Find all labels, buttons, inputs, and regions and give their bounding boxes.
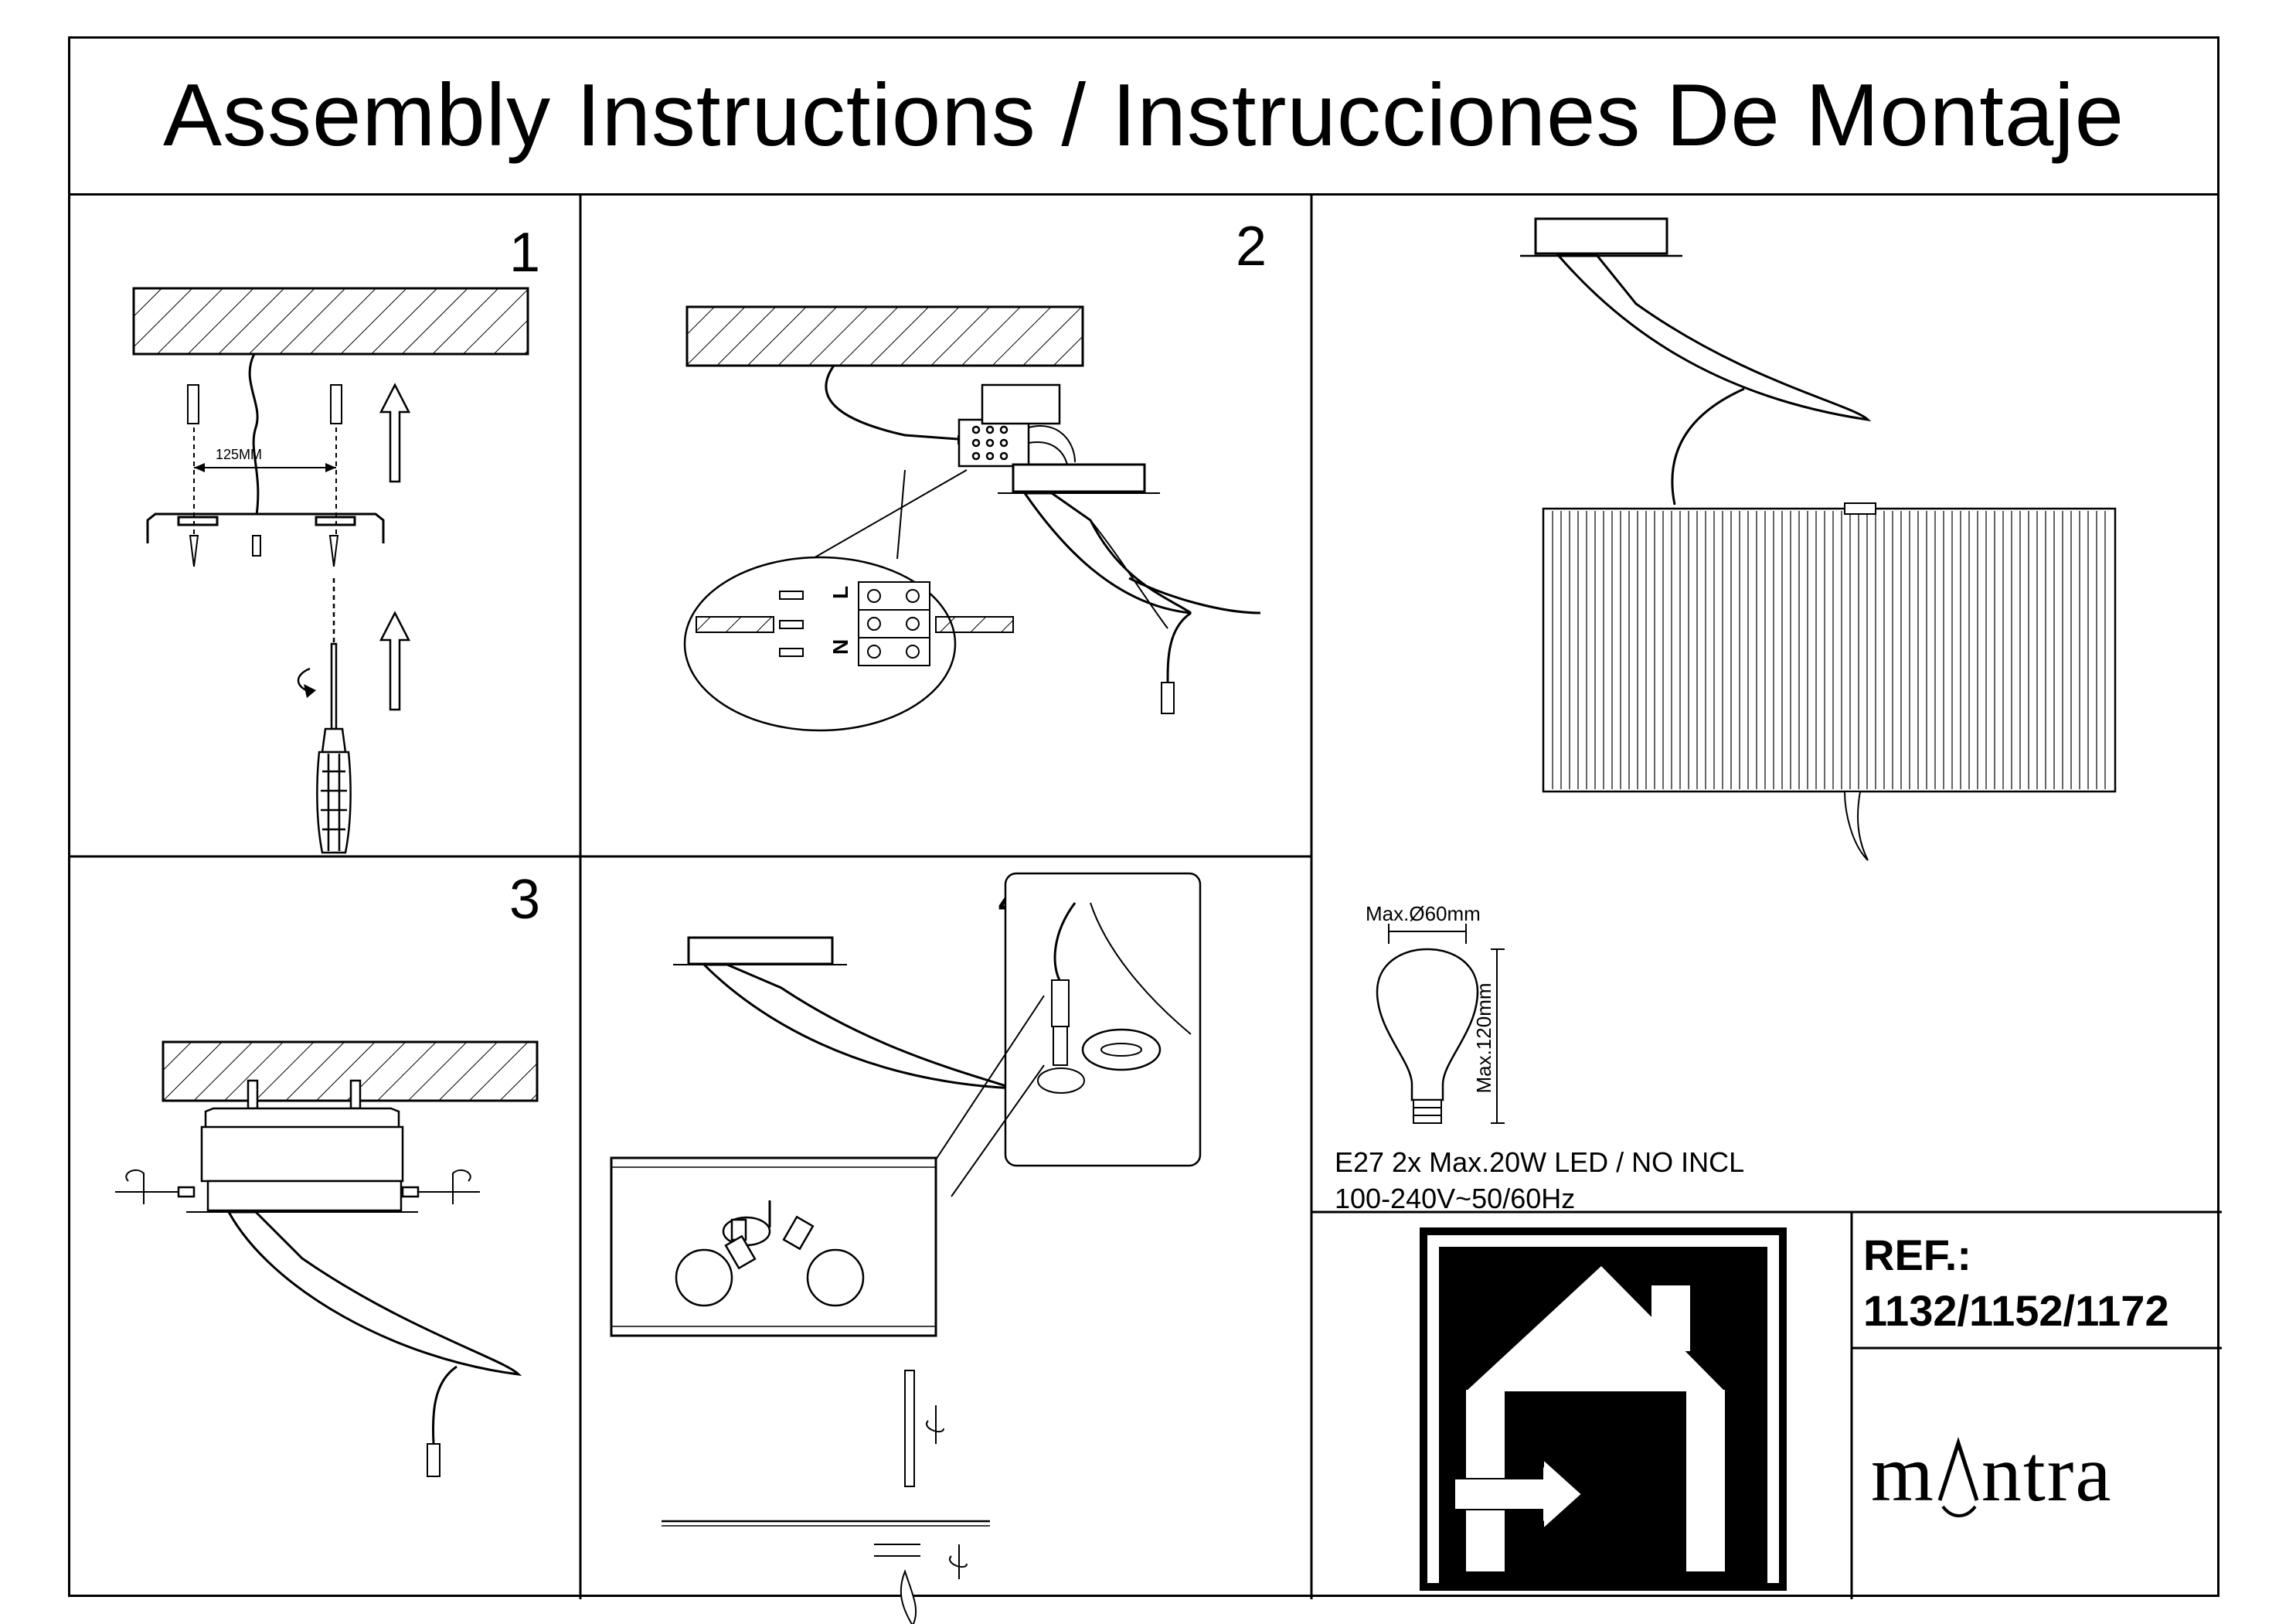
spec-wattage: E27 2x Max.20W LED (1335, 1146, 1609, 1178)
dimension-label: 125MM (216, 447, 262, 462)
terminal-label-l: L (828, 586, 852, 599)
step-number: 1 (509, 222, 541, 284)
light-bulb-icon (675, 1215, 865, 1307)
screwdriver-icon (316, 578, 352, 854)
indoor-panel (1311, 1212, 1852, 1599)
step-4-drawing (610, 872, 1202, 1624)
up-arrow-icon (379, 611, 411, 711)
title-row: Assembly Instructions / Instrucciones De… (70, 39, 2217, 196)
step-1-panel: 1 125MM (70, 196, 580, 856)
page-title: Assembly Instructions / Instrucciones De… (162, 66, 2125, 165)
ceiling-slab (132, 287, 529, 356)
step-1-drawing: 125MM (132, 287, 529, 854)
brand-logo-left: m (1871, 1429, 1935, 1518)
brand-logo-right: ntra (1981, 1429, 2113, 1518)
terminal-label-n: N (828, 639, 852, 655)
ref-codes: 1132/1152/1172 (1863, 1286, 2169, 1335)
mounting-bracket (146, 512, 385, 543)
spec-not-included: / NO INCL (1616, 1146, 1745, 1178)
bulb-max-height: Max.120mm (1472, 982, 1495, 1093)
indoor-use-house-icon (1420, 1227, 1787, 1591)
lamp-shade (610, 1156, 937, 1337)
step-2-drawing: L N (683, 305, 1261, 732)
spec-voltage: 100-240V~50/60Hz (1335, 1183, 1576, 1214)
rotate-arrow-icon (925, 1405, 968, 1579)
product-panel: Max.Ø60mm Max.120mm E27 2x Max.20W LED /… (1311, 196, 2222, 1214)
lamp-shade (1542, 507, 2117, 793)
ref-label: REF.: (1863, 1231, 1971, 1279)
ceiling-slab (162, 1040, 539, 1102)
step-3-panel: 3 (70, 856, 580, 1599)
step-3-drawing (115, 1040, 539, 1477)
step-number: 2 (1236, 216, 1267, 277)
up-arrow-icon (379, 383, 411, 483)
step-2-panel: 2 (580, 196, 1311, 856)
ceiling-slab (685, 305, 1084, 367)
lamp-drawing: Max.Ø60mm Max.120mm (1366, 217, 2117, 1124)
junction-box (958, 383, 1061, 468)
panel-grid-lines (70, 196, 2222, 1599)
step-4-panel: 4 (580, 856, 1311, 1624)
light-bulb-icon (1376, 924, 1505, 1124)
step-number: 3 (509, 869, 541, 931)
spec-line-1: E27 2x Max.20W LED / NO INCL (1335, 1145, 1744, 1180)
detail-box (1004, 872, 1202, 1167)
bulb-max-diameter: Max.Ø60mm (1366, 902, 1481, 925)
instruction-sheet: Assembly Instructions / Instrucciones De… (68, 36, 2222, 1624)
